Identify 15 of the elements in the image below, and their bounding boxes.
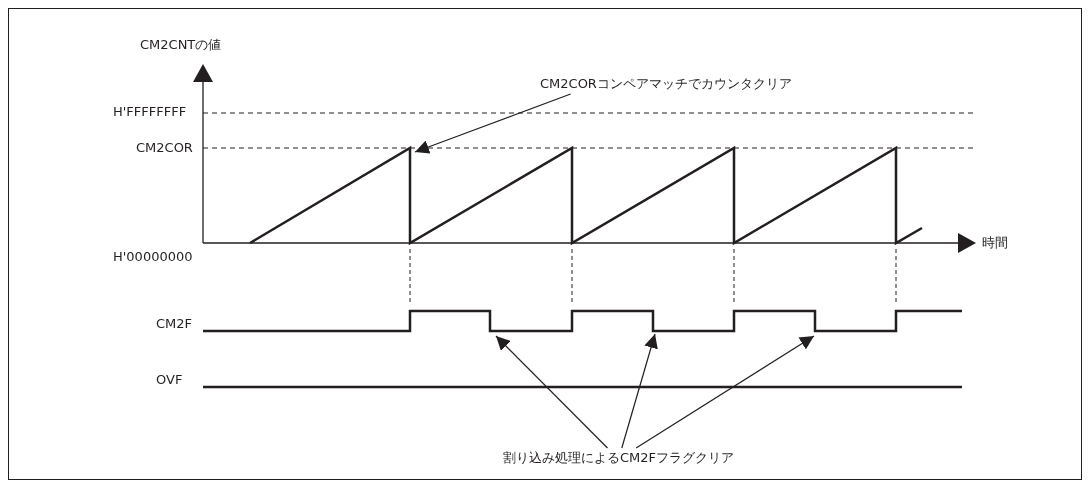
axis-label: CM2CNTの値	[140, 37, 222, 53]
callout-text: CM2CORコンペアマッチでカウンタクリア	[540, 76, 792, 92]
leader-arrow	[495, 335, 609, 449]
value-label: H'00000000	[113, 249, 193, 265]
counter-waveform	[249, 145, 923, 246]
signal-label: CM2F	[156, 316, 193, 332]
leader-arrow	[635, 335, 815, 449]
signal-label: OVF	[156, 372, 183, 388]
leader-arrow	[414, 93, 572, 154]
axis-label: 時間	[982, 235, 1008, 251]
callout-text: 割り込み処理によるCM2Fフラグクリア	[503, 450, 735, 466]
flag-waveform	[203, 309, 962, 333]
value-label: CM2COR	[136, 140, 193, 156]
value-label: H'FFFFFFFF	[113, 104, 187, 120]
leader-arrow	[621, 333, 658, 449]
